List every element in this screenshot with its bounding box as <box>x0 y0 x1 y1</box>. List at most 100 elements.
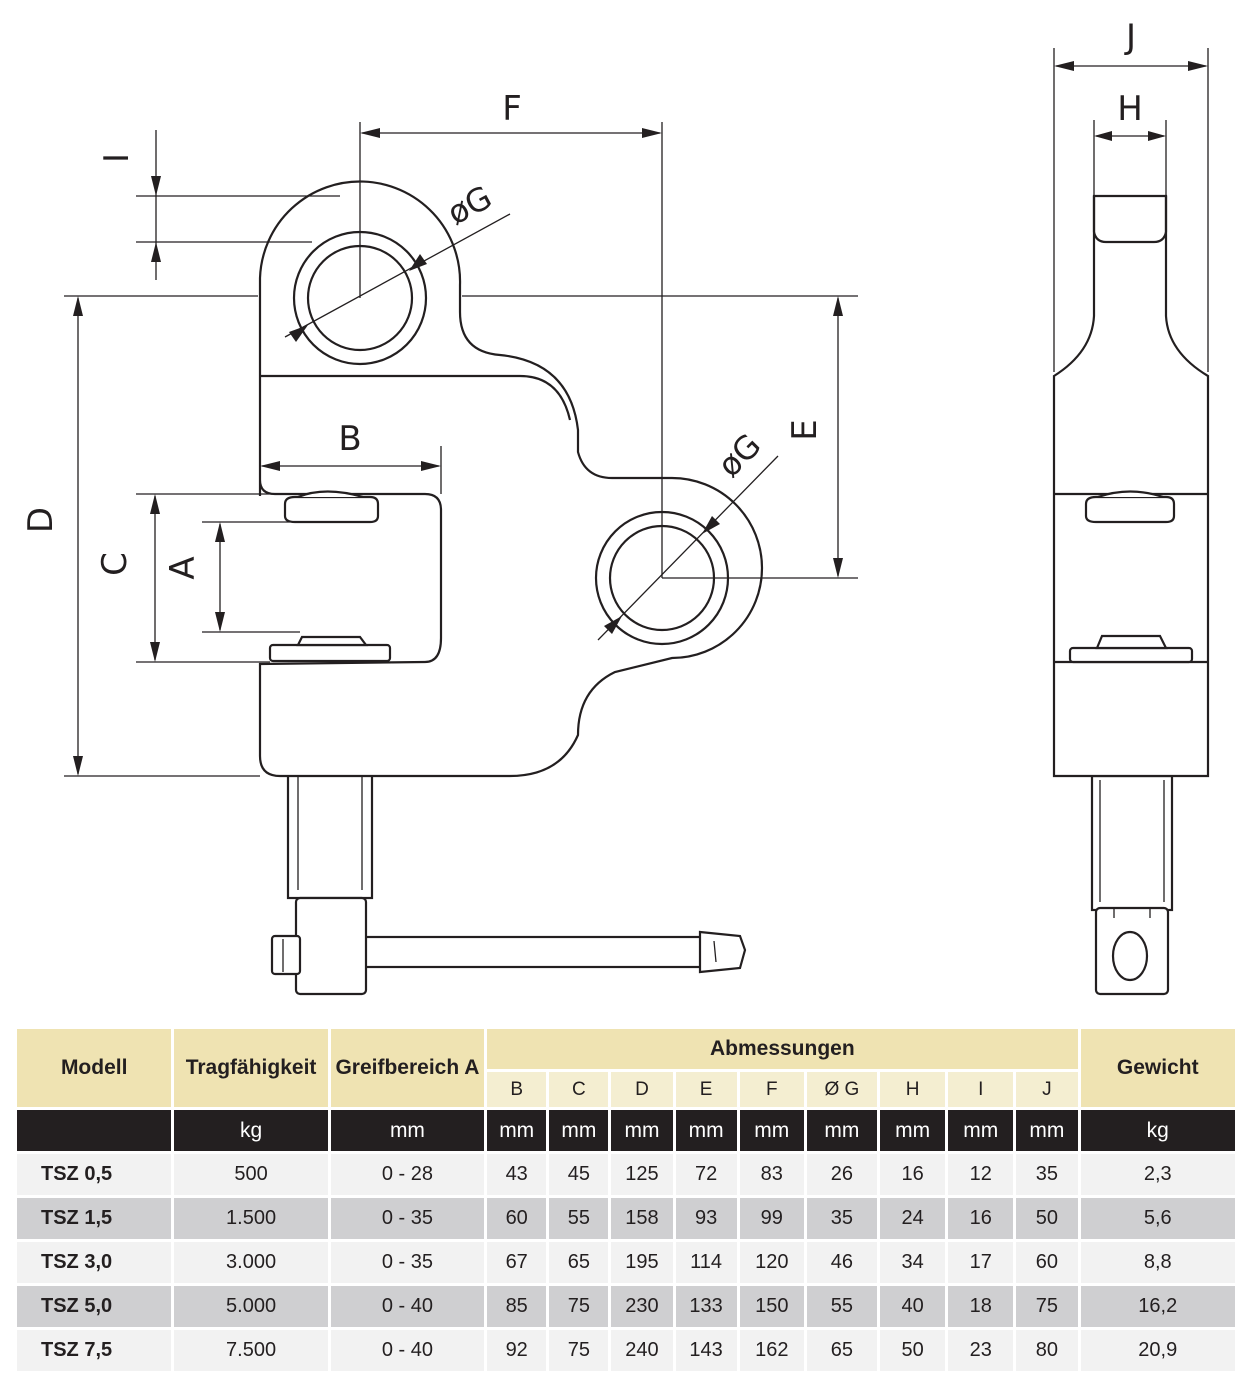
header-tragfaehigkeit: Tragfähigkeit <box>174 1029 328 1107</box>
cell-dim-5: 35 <box>806 1198 878 1239</box>
cell-dim-2: 240 <box>611 1330 673 1371</box>
unit-gewicht: kg <box>1080 1110 1235 1151</box>
cell-modell: TSZ 5,0 <box>17 1286 172 1327</box>
label-C: C <box>95 552 135 576</box>
cell-greifbereich: 0 - 28 <box>330 1154 485 1195</box>
header-dim-8: J <box>1016 1072 1078 1107</box>
unit-tragfaehigkeit: kg <box>174 1110 328 1151</box>
unit-dim-4: mm <box>739 1110 804 1151</box>
cell-dim-2: 195 <box>611 1242 673 1283</box>
cell-dim-0: 67 <box>487 1242 547 1283</box>
cell-dim-6: 24 <box>880 1198 946 1239</box>
header-dim-7: I <box>948 1072 1014 1107</box>
label-J: J <box>1124 17 1136 57</box>
cell-dim-3: 114 <box>675 1242 737 1283</box>
label-E: E <box>785 419 825 440</box>
unit-dim-1: mm <box>549 1110 609 1151</box>
cell-dim-3: 143 <box>675 1330 737 1371</box>
cell-gewicht: 20,9 <box>1080 1330 1235 1371</box>
cell-dim-1: 75 <box>549 1286 609 1327</box>
cell-dim-0: 92 <box>487 1330 547 1371</box>
cell-dim-4: 162 <box>739 1330 804 1371</box>
header-dim-0: B <box>487 1072 547 1107</box>
cell-gewicht: 2,3 <box>1080 1154 1235 1195</box>
cell-dim-1: 75 <box>549 1330 609 1371</box>
cell-modell: TSZ 7,5 <box>17 1330 172 1371</box>
cell-dim-4: 83 <box>739 1154 804 1195</box>
unit-greifbereich: mm <box>330 1110 485 1151</box>
header-abmessungen: Abmessungen <box>487 1029 1078 1069</box>
side-view-dimensions: J H <box>1053 17 1209 372</box>
label-I: I <box>97 153 137 163</box>
unit-dim-6: mm <box>880 1110 946 1151</box>
header-gewicht: Gewicht <box>1080 1029 1235 1107</box>
cell-dim-0: 60 <box>487 1198 547 1239</box>
unit-dim-3: mm <box>675 1110 737 1151</box>
cell-greifbereich: 0 - 40 <box>330 1286 485 1327</box>
label-G-top: øG <box>441 178 498 232</box>
unit-dim-8: mm <box>1016 1110 1078 1151</box>
cell-tragfaehigkeit: 5.000 <box>174 1286 328 1327</box>
header-dim-1: C <box>549 1072 609 1107</box>
unit-dim-5: mm <box>806 1110 878 1151</box>
cell-dim-1: 55 <box>549 1198 609 1239</box>
specification-table: Modell Tragfähigkeit Greifbereich A Abme… <box>14 1026 1238 1374</box>
header-dim-5: Ø G <box>806 1072 878 1107</box>
cell-dim-5: 46 <box>806 1242 878 1283</box>
cell-gewicht: 8,8 <box>1080 1242 1235 1283</box>
cell-dim-0: 85 <box>487 1286 547 1327</box>
clamp-technical-drawing: F I øG øG E D B <box>21 17 1210 996</box>
header-dim-2: D <box>611 1072 673 1107</box>
cell-gewicht: 5,6 <box>1080 1198 1235 1239</box>
cell-dim-6: 16 <box>880 1154 946 1195</box>
cell-dim-7: 18 <box>948 1286 1014 1327</box>
cell-dim-4: 99 <box>739 1198 804 1239</box>
cell-dim-1: 45 <box>549 1154 609 1195</box>
header-dim-4: F <box>739 1072 804 1107</box>
unit-dim-0: mm <box>487 1110 547 1151</box>
unit-dim-7: mm <box>948 1110 1014 1151</box>
cell-dim-8: 75 <box>1016 1286 1078 1327</box>
cell-greifbereich: 0 - 40 <box>330 1330 485 1371</box>
cell-dim-0: 43 <box>487 1154 547 1195</box>
cell-gewicht: 16,2 <box>1080 1286 1235 1327</box>
label-D: D <box>21 507 61 533</box>
cell-dim-7: 23 <box>948 1330 1014 1371</box>
cell-tragfaehigkeit: 3.000 <box>174 1242 328 1283</box>
cell-dim-8: 50 <box>1016 1198 1078 1239</box>
cell-greifbereich: 0 - 35 <box>330 1242 485 1283</box>
label-G-side: øG <box>710 426 768 484</box>
cell-dim-4: 120 <box>739 1242 804 1283</box>
cell-dim-6: 40 <box>880 1286 946 1327</box>
cell-dim-2: 158 <box>611 1198 673 1239</box>
cell-dim-3: 93 <box>675 1198 737 1239</box>
cell-dim-1: 65 <box>549 1242 609 1283</box>
cell-dim-3: 133 <box>675 1286 737 1327</box>
header-dim-6: H <box>880 1072 946 1107</box>
cell-dim-2: 125 <box>611 1154 673 1195</box>
cell-dim-2: 230 <box>611 1286 673 1327</box>
label-B: B <box>338 419 361 459</box>
cell-dim-5: 65 <box>806 1330 878 1371</box>
cell-tragfaehigkeit: 7.500 <box>174 1330 328 1371</box>
cell-tragfaehigkeit: 500 <box>174 1154 328 1195</box>
cell-modell: TSZ 0,5 <box>17 1154 172 1195</box>
cell-dim-7: 12 <box>948 1154 1014 1195</box>
label-H: H <box>1117 89 1143 129</box>
unit-modell <box>17 1110 172 1151</box>
label-A: A <box>163 556 203 579</box>
label-F: F <box>502 89 522 129</box>
header-dim-3: E <box>675 1072 737 1107</box>
cell-dim-3: 72 <box>675 1154 737 1195</box>
clamp-side-view <box>1052 194 1210 996</box>
cell-dim-7: 17 <box>948 1242 1014 1283</box>
header-greifbereich: Greifbereich A <box>330 1029 485 1107</box>
cell-dim-4: 150 <box>739 1286 804 1327</box>
cell-dim-5: 26 <box>806 1154 878 1195</box>
cell-dim-8: 35 <box>1016 1154 1078 1195</box>
